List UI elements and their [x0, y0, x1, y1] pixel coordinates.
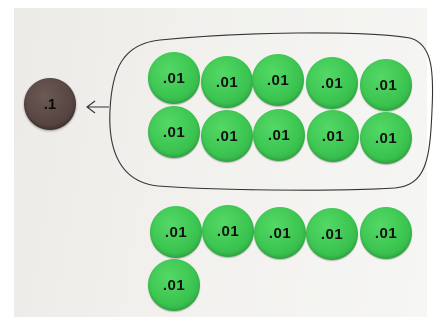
hundredth-disc: .01	[252, 54, 304, 106]
hundredth-disc-label: .01	[215, 73, 239, 91]
hundredth-disc: .01	[360, 207, 412, 259]
hundredth-disc: .01	[148, 106, 200, 158]
hundredth-disc: .01	[253, 109, 305, 161]
hundredth-disc: .01	[306, 208, 358, 260]
hundredth-disc-label: .01	[267, 126, 291, 144]
hundredth-disc-label: .01	[320, 225, 344, 243]
hundredth-disc: .01	[148, 52, 200, 104]
hundredth-disc-label: .01	[374, 76, 398, 94]
photo-border-top	[0, 0, 437, 8]
hundredth-disc: .01	[201, 110, 253, 162]
hundredth-disc-label: .01	[215, 127, 239, 145]
hundredth-disc-label: .01	[320, 74, 344, 92]
hundredth-disc-label: .01	[266, 71, 290, 89]
hundredth-disc-label: .01	[162, 69, 186, 87]
hundredth-disc-label: .01	[374, 129, 398, 147]
hundredth-disc-label: .01	[164, 223, 188, 241]
photo-border-bottom	[0, 317, 437, 325]
hundredth-disc-label: .01	[162, 276, 186, 294]
hundredth-disc: .01	[307, 110, 359, 162]
arrow-head	[86, 100, 96, 114]
hundredth-disc-label: .01	[268, 224, 292, 242]
hundredth-disc: .01	[148, 259, 200, 311]
photo-border-left	[0, 0, 14, 325]
hundredth-disc: .01	[201, 56, 253, 108]
grouping-loop	[109, 32, 434, 191]
hundredth-disc: .01	[306, 57, 358, 109]
tenth-disc-label: .1	[43, 95, 57, 113]
hundredth-disc-label: .01	[216, 222, 240, 240]
photo-border-right	[427, 0, 437, 325]
hundredth-disc: .01	[254, 207, 306, 259]
hundredth-disc: .01	[202, 205, 254, 257]
tenth-disc: .1	[24, 78, 76, 130]
hundredth-disc: .01	[150, 206, 202, 258]
hundredth-disc-label: .01	[321, 127, 345, 145]
hundredth-disc-label: .01	[374, 224, 398, 242]
hundredth-disc-label: .01	[162, 123, 186, 141]
hundredth-disc: .01	[360, 112, 412, 164]
hundredth-disc: .01	[360, 59, 412, 111]
